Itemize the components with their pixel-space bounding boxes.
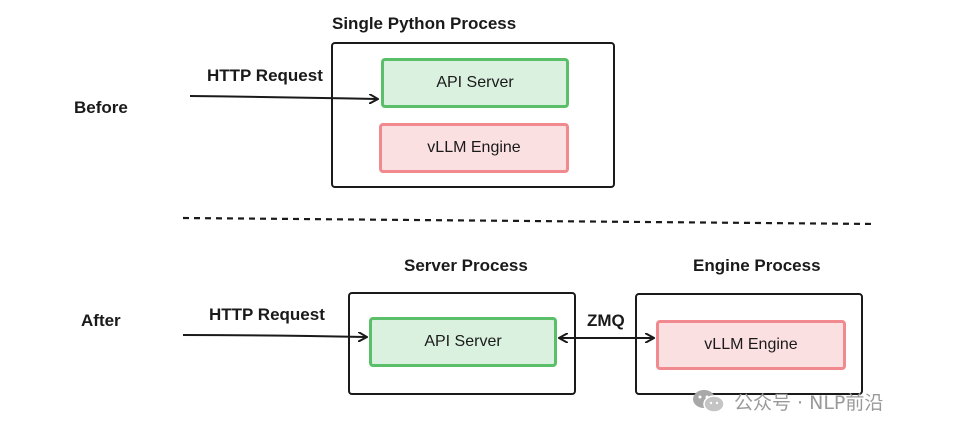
before-request-arrow — [189, 96, 377, 99]
before-http-request-label: HTTP Request — [207, 66, 323, 85]
zmq-label: ZMQ — [587, 311, 625, 330]
before-label: Before — [74, 98, 128, 117]
watermark-text: 公众号 · NLP前沿 — [734, 391, 884, 414]
before-vllm-engine: vLLM Engine — [379, 123, 569, 173]
server-process-title: Server Process — [404, 256, 528, 275]
single-process-title: Single Python Process — [332, 14, 517, 33]
before-api-server: API Server — [381, 58, 569, 108]
wechat-icon — [692, 388, 726, 414]
after-label: After — [81, 311, 121, 330]
after-request-arrow — [182, 335, 366, 337]
engine-process-title: Engine Process — [693, 256, 821, 275]
after-vllm-engine: vLLM Engine — [656, 320, 846, 370]
section-divider — [182, 216, 877, 226]
after-http-request-label: HTTP Request — [209, 305, 325, 324]
after-api-server: API Server — [369, 317, 557, 367]
watermark: 公众号 · NLP前沿 — [692, 386, 883, 416]
